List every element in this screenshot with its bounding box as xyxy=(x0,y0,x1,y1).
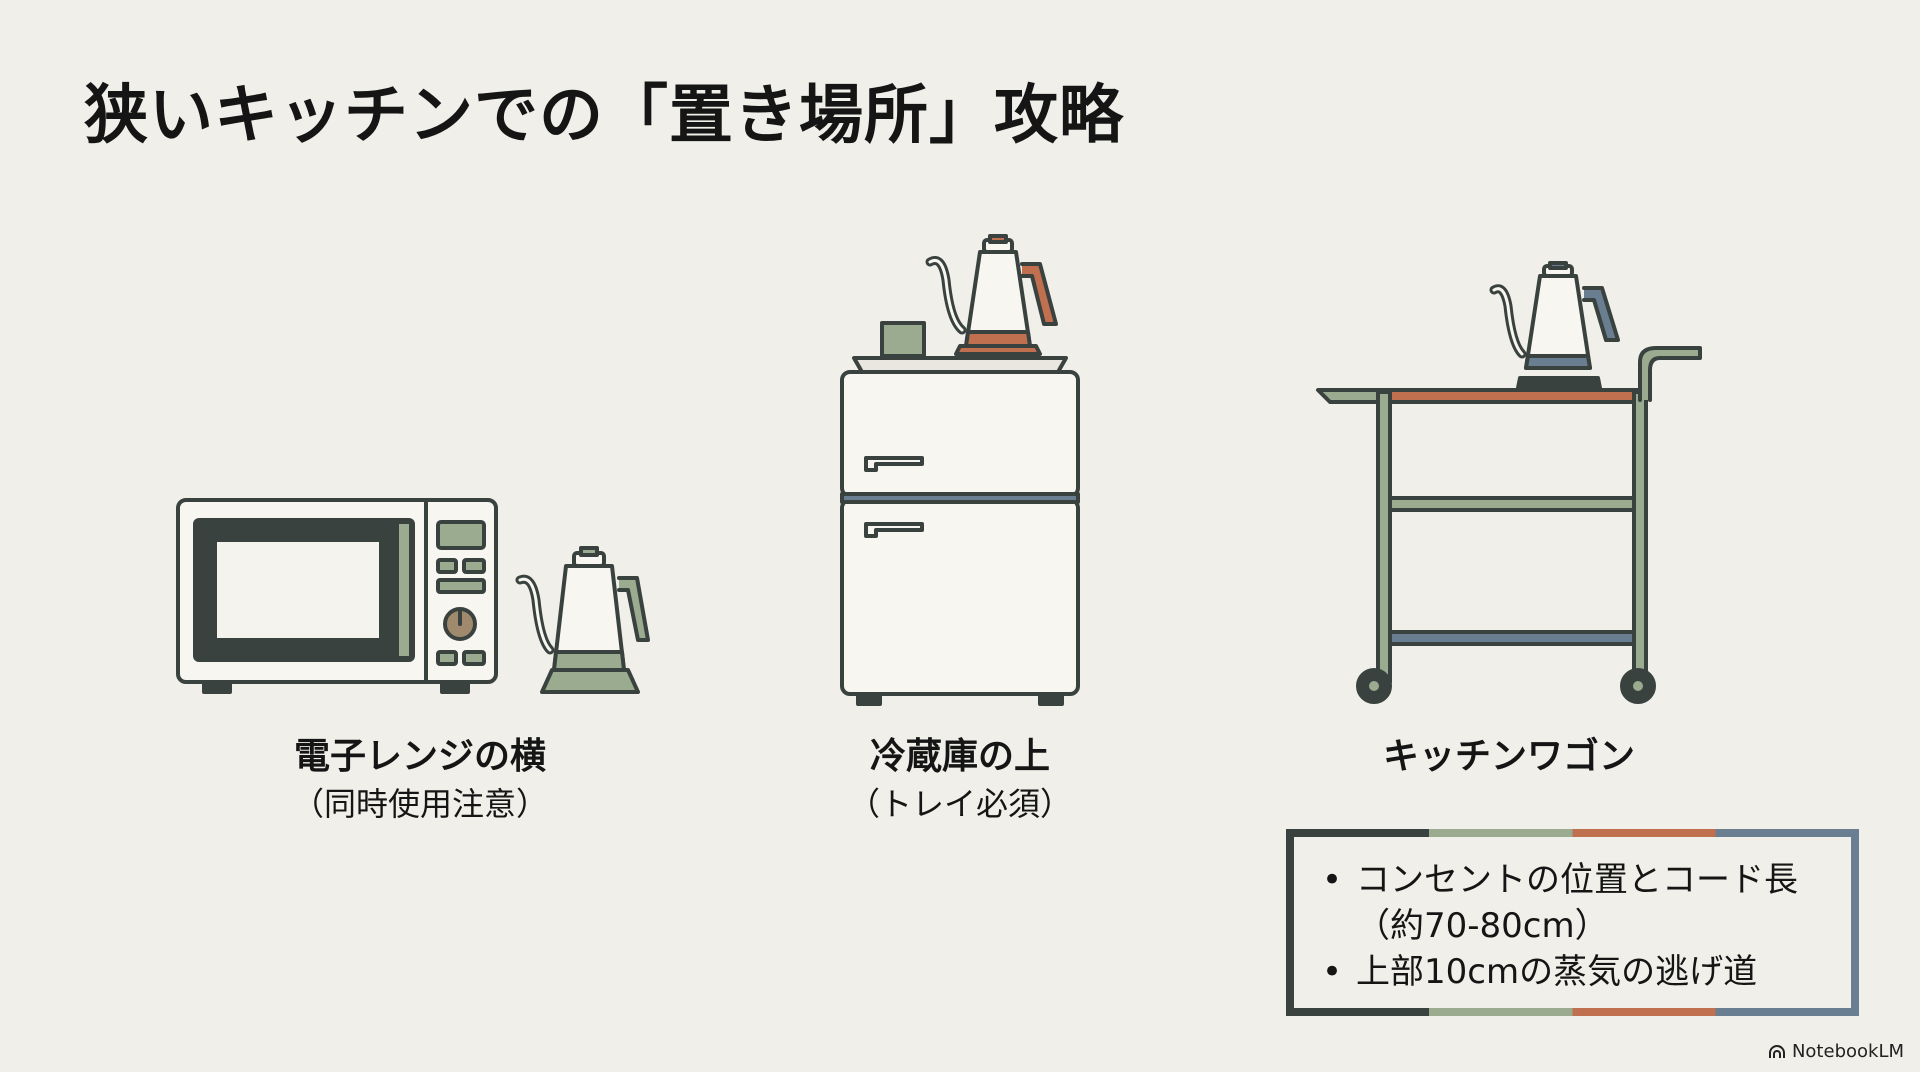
tip-text: コンセントの位置とコード長（約70-80cm） xyxy=(1356,860,1798,946)
place-name: 電子レンジの横 xyxy=(293,736,546,777)
place-note: （トレイ必須） xyxy=(847,785,1072,823)
branding-text: NotebookLM xyxy=(1791,1041,1904,1062)
place-kitchen-wagon: キッチンワゴン xyxy=(1289,733,1729,781)
notebooklm-icon xyxy=(1768,1044,1785,1058)
page-title: 狭いキッチンでの「置き場所」攻略 xyxy=(84,79,1124,153)
place-note: （同時使用注意） xyxy=(291,785,548,823)
kettle-icon xyxy=(925,234,1058,356)
place-fridge-top: 冷蔵庫の上 （トレイ必須） xyxy=(740,733,1180,827)
kettle-icon xyxy=(515,546,650,694)
fridge-icon xyxy=(840,321,1080,706)
kettle-icon xyxy=(1489,261,1620,390)
tip-item: •コンセントの位置とコード長（約70-80cm） xyxy=(1322,857,1831,949)
tip-item: •上部10cmの蒸気の逃げ道 xyxy=(1322,949,1831,995)
notebooklm-logo: NotebookLM xyxy=(1768,1041,1904,1062)
microwave-icon xyxy=(176,498,498,694)
tips-box: •コンセントの位置とコード長（約70-80cm） •上部10cmの蒸気の逃げ道 xyxy=(1286,829,1859,1016)
place-microwave-side: 電子レンジの横 （同時使用注意） xyxy=(200,733,640,827)
kitchen-wagon-icon xyxy=(1316,346,1702,704)
place-name: 冷蔵庫の上 xyxy=(869,736,1050,777)
place-name: キッチンワゴン xyxy=(1382,736,1635,777)
tip-text: 上部10cmの蒸気の逃げ道 xyxy=(1356,952,1758,992)
